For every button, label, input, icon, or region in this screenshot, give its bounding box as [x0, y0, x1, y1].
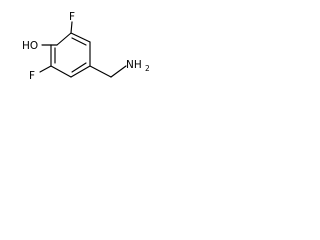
ring-bond-c1-c2: [56, 32, 72, 46]
chemical-structure: HO F F NH 2: [22, 11, 150, 82]
ring-bond-c4-c5: [70, 65, 91, 78]
fluorine-bottom-label: F: [29, 70, 35, 82]
benzene-ring: [50, 32, 91, 78]
bond-to-fluorine-top: [70, 21, 73, 34]
ring-double-bond-c4-c5: [71, 62, 87, 73]
bond-to-fluorine-bottom: [39, 65, 52, 73]
bond-to-methylene: [89, 65, 112, 78]
ring-bond-c5-c6: [50, 65, 72, 78]
fluorine-top-label: F: [69, 11, 75, 23]
ring-bond-c2-c3: [70, 32, 91, 43]
amine-label: NH: [126, 59, 142, 71]
bond-methylene-to-amine: [110, 65, 127, 78]
amine-subscript: 2: [145, 64, 150, 73]
ring-double-bond-c2-c3: [71, 37, 87, 46]
hydroxyl-label: HO: [22, 40, 38, 52]
